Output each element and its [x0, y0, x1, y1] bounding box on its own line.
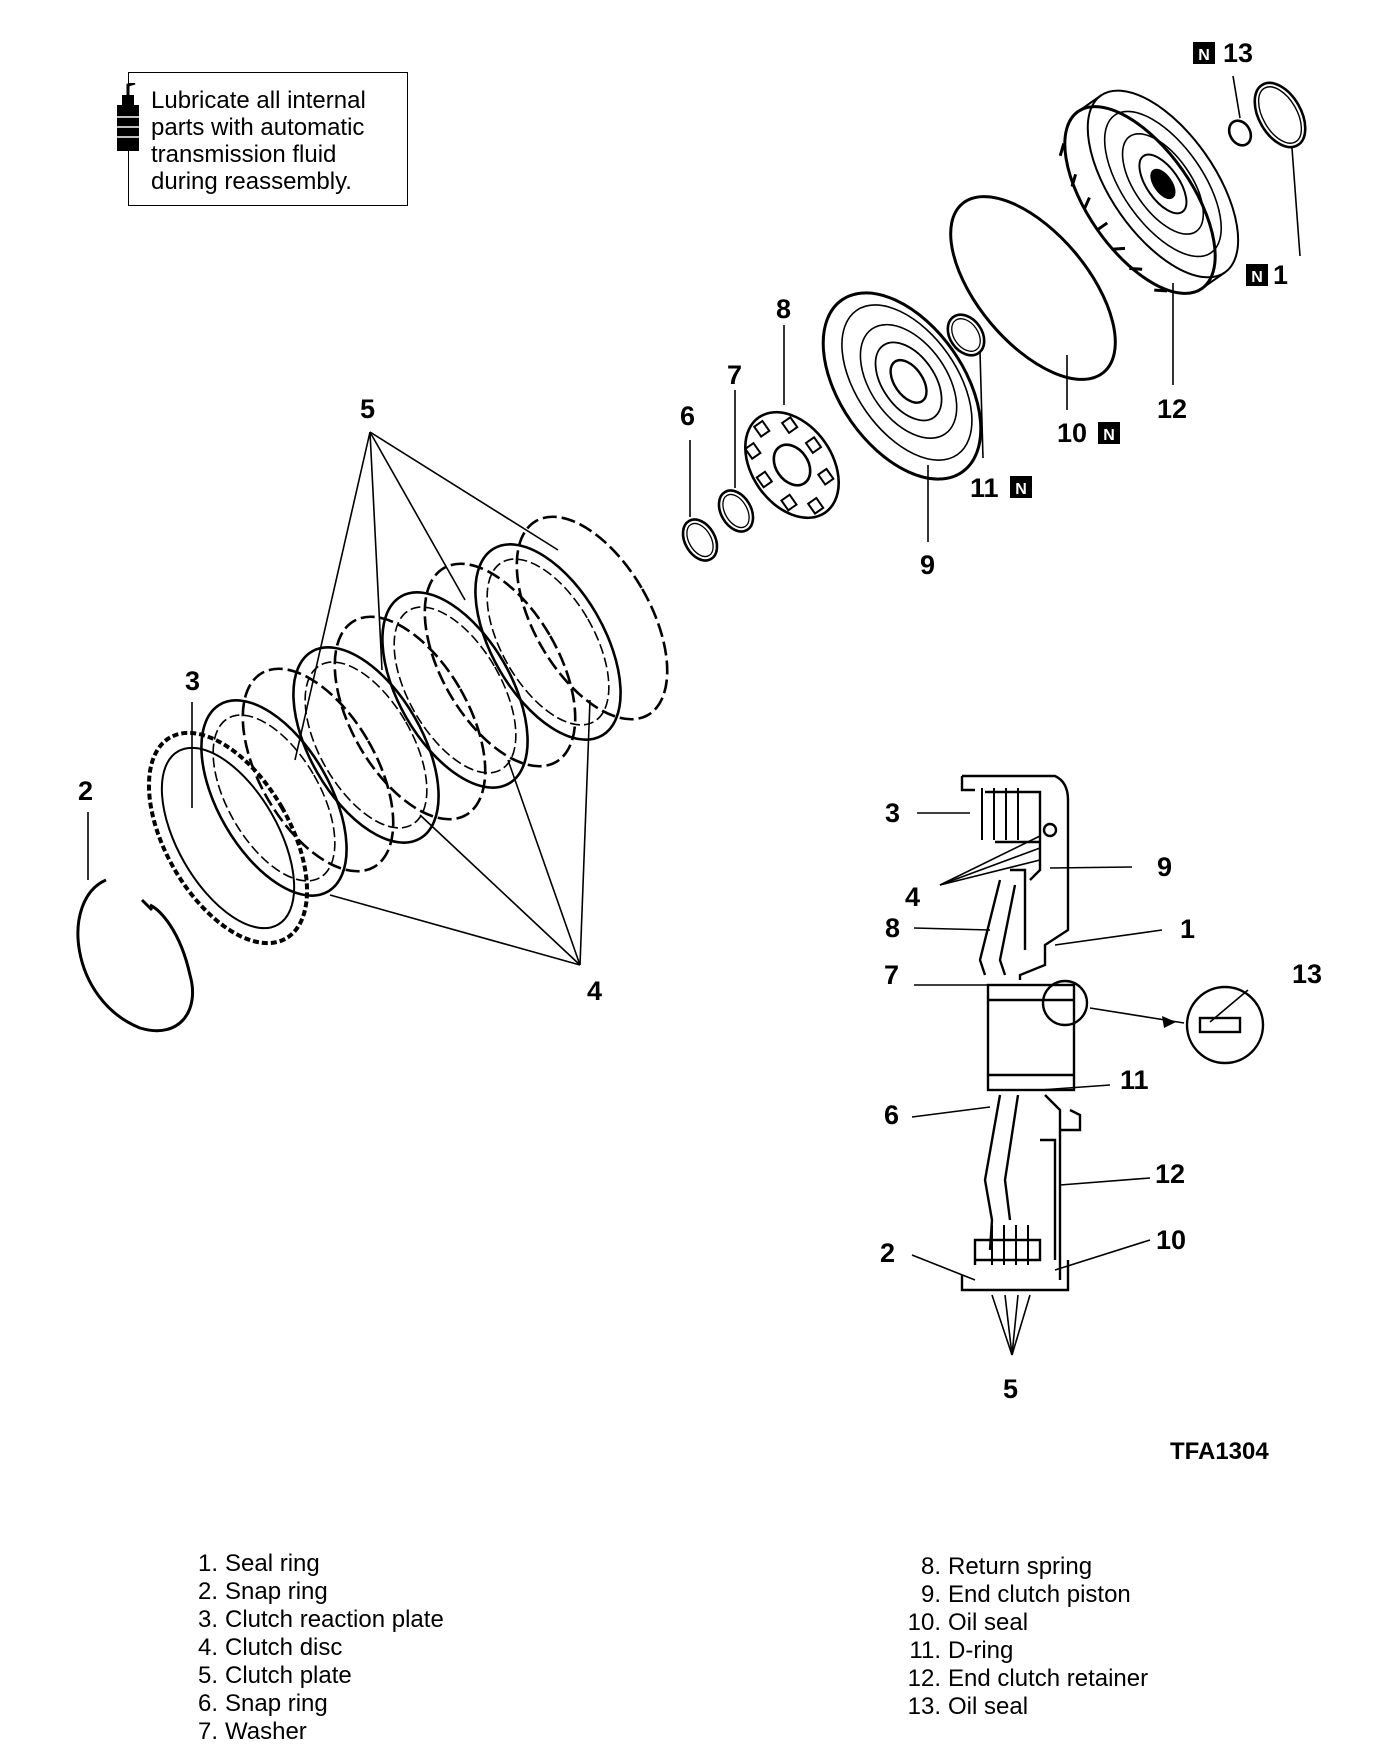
callout-8: 8 — [776, 294, 791, 324]
washer-7 — [717, 489, 755, 533]
callout-10: 10 — [1057, 418, 1087, 448]
section-callout-3: 3 — [885, 798, 900, 828]
return-spring-8 — [743, 410, 840, 520]
snap-ring-2 — [76, 878, 195, 1033]
callout-1: 1 — [1273, 260, 1288, 290]
svg-text:N: N — [1015, 481, 1027, 498]
section-callout-8: 8 — [885, 913, 900, 943]
n-marker-1: N — [1246, 264, 1268, 286]
legend-item: 5.Clutch plate — [197, 1662, 352, 1689]
clutch-pack — [200, 515, 669, 897]
callout-12: 12 — [1157, 394, 1187, 424]
lubrication-note: Lubricate all internal parts with automa… — [117, 72, 408, 206]
section-callout-4: 4 — [905, 882, 920, 912]
snap-ring-6 — [681, 518, 719, 562]
callout-5: 5 — [360, 394, 375, 424]
note-line: parts with automatic — [151, 114, 365, 141]
clutch-reaction-plate-3 — [146, 730, 310, 946]
exploded-callouts: 13 1 12 10 11 9 8 7 6 5 4 3 2 — [78, 38, 1288, 1006]
parts-legend-right: 8.Return spring 9.End clutch piston 10.O… — [903, 1553, 1148, 1721]
note-line: during reassembly. — [151, 168, 352, 195]
callout-13: 13 — [1223, 38, 1253, 68]
end-clutch-retainer — [1058, 89, 1240, 295]
oil-seal-10 — [949, 195, 1117, 381]
section-callout-12: 12 — [1155, 1159, 1185, 1189]
callout-7: 7 — [727, 360, 742, 390]
section-callout-13: 13 — [1292, 959, 1322, 989]
parts-legend-left: 1.Seal ring 2.Snap ring 3.Clutch reactio… — [180, 1550, 444, 1746]
section-callout-10: 10 — [1156, 1225, 1186, 1255]
new-part-markers: N N N N — [1010, 42, 1268, 498]
cross-section-view — [960, 774, 1265, 1292]
legend-item: 10.Oil seal — [907, 1609, 1029, 1636]
note-line: transmission fluid — [151, 141, 337, 168]
d-ring-11 — [946, 313, 986, 357]
legend-item: 7.Washer — [197, 1718, 307, 1745]
seal-ring-1 — [1253, 81, 1307, 149]
lubrication-note-text: Lubricate all internal parts with automa… — [151, 87, 401, 195]
section-callouts: 3 9 4 8 1 7 13 11 6 12 2 10 5 — [880, 798, 1322, 1404]
oil-bottle-icon — [117, 83, 139, 151]
callout-6: 6 — [680, 401, 695, 431]
legend-item: 9.End clutch piston — [920, 1581, 1131, 1608]
legend-item: 11.D-ring — [909, 1637, 1014, 1664]
n-marker-11: N — [1010, 476, 1032, 498]
note-line: Lubricate all internal — [151, 87, 366, 114]
callout-9: 9 — [920, 550, 935, 580]
legend-item: 3.Clutch reaction plate — [197, 1606, 444, 1633]
section-callout-7: 7 — [884, 960, 899, 990]
n-marker-10: N — [1098, 422, 1120, 444]
legend-item: 6.Snap ring — [197, 1690, 328, 1717]
section-callout-6: 6 — [884, 1100, 899, 1130]
legend-item: 2.Snap ring — [197, 1578, 328, 1605]
svg-text:N: N — [1251, 269, 1263, 286]
figure-id: TFA1304 — [1170, 1438, 1269, 1465]
n-marker-13: N — [1193, 42, 1215, 64]
callout-2: 2 — [78, 776, 93, 806]
legend-item: 8.Return spring — [920, 1553, 1093, 1580]
section-callout-9: 9 — [1157, 852, 1172, 882]
legend-item: 4.Clutch disc — [197, 1634, 343, 1661]
svg-text:N: N — [1103, 427, 1115, 444]
svg-text:N: N — [1198, 47, 1210, 64]
legend-item: 13.Oil seal — [907, 1693, 1029, 1720]
legend-item: 12.End clutch retainer — [907, 1665, 1149, 1692]
section-callout-1: 1 — [1180, 914, 1195, 944]
callout-3: 3 — [185, 666, 200, 696]
legend-item: 1.Seal ring — [197, 1550, 320, 1577]
section-callout-11: 11 — [1120, 1065, 1149, 1095]
end-clutch-piston-9 — [821, 291, 983, 481]
oil-seal-13 — [1227, 119, 1253, 147]
section-callout-5: 5 — [1003, 1374, 1018, 1404]
callout-11: 11 — [970, 473, 999, 503]
section-callout-2: 2 — [880, 1238, 895, 1268]
callout-4: 4 — [587, 976, 602, 1006]
